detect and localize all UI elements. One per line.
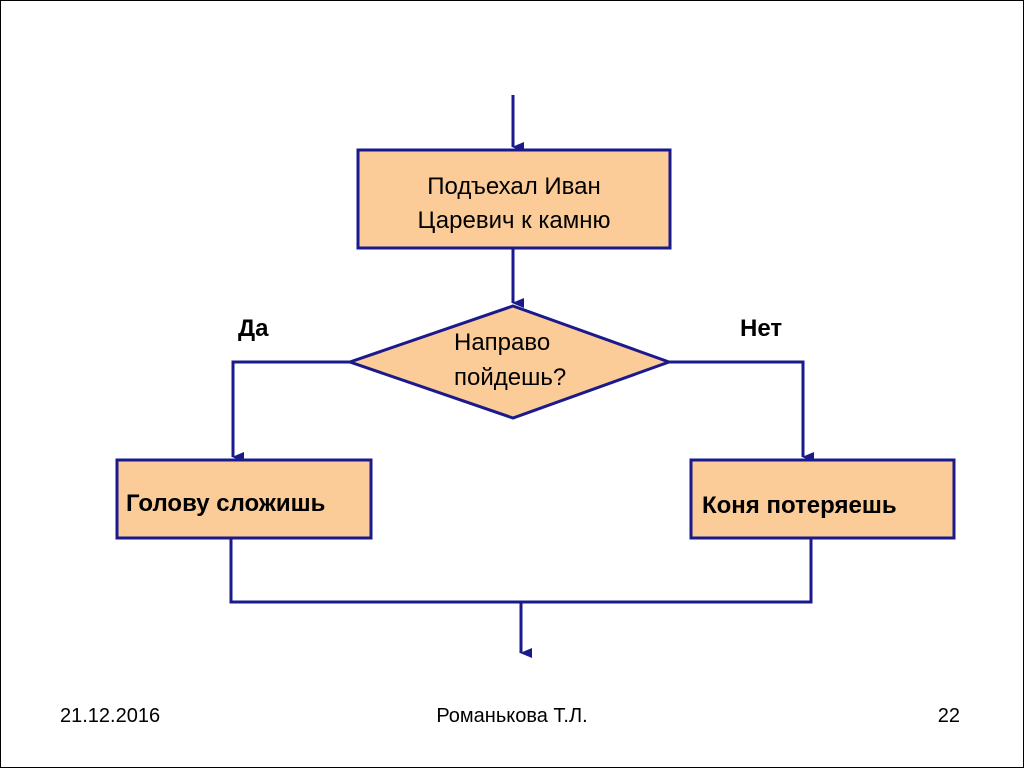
no-branch-line	[669, 360, 814, 462]
yes-label: Да	[238, 315, 269, 342]
yes-box-label: Голову сложишь	[126, 490, 325, 517]
no-label: Нет	[740, 315, 782, 342]
no-box-label: Коня потеряешь	[702, 492, 897, 519]
decision-line2: пойдешь?	[454, 364, 566, 391]
process-box-line1: Подъехал Иван	[427, 173, 600, 200]
decision-line1: Направо	[454, 329, 550, 356]
yes-branch-line	[231, 360, 350, 462]
footer-date: 21.12.2016	[60, 705, 161, 727]
yes-box: Голову сложишь	[115, 458, 373, 540]
page-number: 22	[937, 705, 960, 727]
merge-line	[229, 538, 813, 604]
no-box: Коня потеряешь	[689, 458, 956, 540]
process-box-line2: Царевич к камню	[418, 207, 611, 234]
process-box: Подъехал Иван Царевич к камню	[356, 148, 672, 250]
footer-author: Романькова Т.Л.	[436, 705, 588, 727]
decision-diamond: Направо пойдешь?	[345, 304, 674, 420]
